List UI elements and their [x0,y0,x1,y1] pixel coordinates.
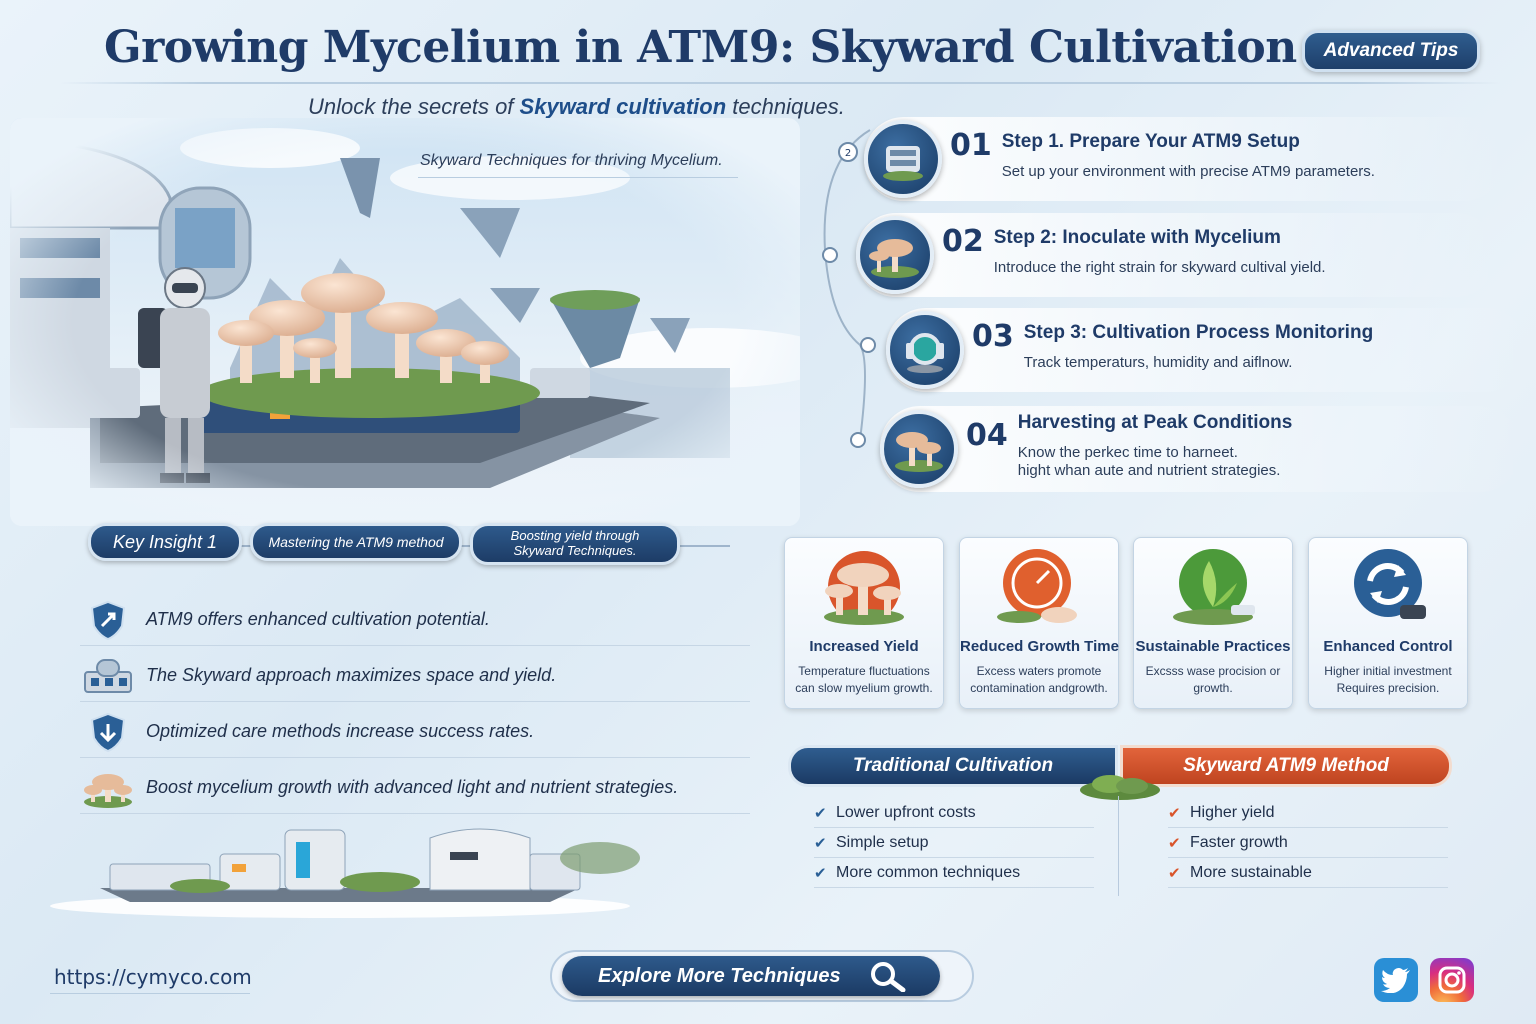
benefit-text: The Skyward approach maximizes space and… [146,665,557,685]
mushroom-icon [880,410,958,488]
search-icon [867,960,911,992]
step-title: Step 2: Inoculate with Mycelium [993,227,1281,248]
list-item: ✔ Faster growth [1168,828,1448,858]
shield-down-icon [80,708,136,756]
hero-caption: Skyward Techniques for thriving Mycelium… [420,152,723,169]
benefit-text: Optimized care methods increase success … [146,721,535,741]
traditional-item-text: More common techniques [836,863,1021,881]
mushroom-icon [856,216,934,294]
refresh-icon [1309,538,1467,634]
benefit-text: ATM9 offers enhanced cultivation potenti… [146,609,490,629]
feature-card-increased-yield: Increased Yield Temperature fluctuations… [784,537,944,709]
list-item: ✔ Simple setup [814,828,1094,858]
step-card-2[interactable]: 02 Step 2: Inoculate with Mycelium Intro… [856,213,1496,297]
list-item: ✔ Higher yield [1168,798,1448,828]
step-card-3[interactable]: 03 Step 3: Cultivation Process Monitorin… [886,308,1526,392]
list-item: ✔ More common techniques [814,858,1094,888]
step-title: Harvesting at Peak Conditions [1017,412,1293,433]
step-description: Set up your environment with precise ATM… [1001,163,1375,180]
moss-clump-icon [1074,768,1166,807]
mushroom-icon [785,538,943,634]
benefit-item: The Skyward approach maximizes space and… [80,650,750,702]
skyward-method-header: Skyward ATM9 Method [1120,745,1452,787]
step-desc-line-1: Know the perkec time to harneet. [1017,444,1238,461]
feature-card-reduced-growth-time: Reduced Growth Time Excess waters promot… [959,537,1119,709]
list-item: ✔ More sustainable [1168,858,1448,888]
twitter-icon[interactable] [1374,958,1418,1002]
machine-icon [864,120,942,198]
skyward-list: ✔ Higher yield ✔ Faster growth ✔ More susta… [1168,798,1448,888]
url-underline [50,993,250,994]
page-title: Growing Mycelium in ATM9: Skyward Cultiv… [104,22,1297,73]
site-url-link[interactable]: https://cymyco.com [54,965,252,989]
monitor-icon [886,311,964,389]
feature-card-sustainable-practices: Sustainable Practices Excsss wase procis… [1133,537,1293,709]
step-number: 03 [972,318,1014,354]
title-divider [60,82,1500,84]
step-description: Track temperaturs, humidity and aiflnow. [1023,354,1293,371]
step-description: Know the perkec time to harneet.hight wh… [1018,444,1293,480]
pill-line-2: Skyward Techniques. [513,543,637,558]
shield-arrow-icon [80,596,136,644]
step-card-4[interactable]: 04 Harvesting at Peak Conditions Know th… [880,406,1520,492]
card-description: Higher initial investment Requires preci… [1324,664,1452,695]
instagram-icon[interactable] [1430,958,1474,1002]
check-icon: ✔ [1168,834,1181,852]
benefit-item: ATM9 offers enhanced cultivation potenti… [80,594,750,646]
skyward-item-text: Higher yield [1190,803,1275,821]
timeline-marker-label: 2 [845,148,851,159]
card-title: Enhanced Control [1323,638,1453,655]
page-subtitle: Unlock the secrets of Skyward cultivatio… [308,94,845,119]
traditional-list: ✔ Lower upfront costs ✔ Simple setup ✔ More… [814,798,1094,888]
card-description: Excsss wase procision or growth. [1145,664,1281,695]
explore-more-button[interactable]: Explore More Techniques [562,956,940,996]
traditional-cultivation-header: Traditional Cultivation [788,745,1118,787]
step-number: 02 [942,223,984,259]
card-title: Reduced Growth Time [960,638,1119,655]
benefit-item: Boost mycelium growth with advanced ligh… [80,762,750,814]
leaf-icon [1134,538,1292,634]
card-description: Excess waters promote contamination andg… [970,664,1108,695]
advanced-tips-button[interactable]: Advanced Tips [1302,30,1480,72]
step-number: 04 [966,417,1008,453]
building-icon [80,652,136,700]
pill-line-1: Boosting yield through [510,528,640,544]
floating-farm-scene [10,118,800,526]
step-title: Step 1. Prepare Your ATM9 Setup [1001,131,1300,152]
step-title: Step 3: Cultivation Process Monitoring [1023,322,1374,343]
comparison-divider [1118,796,1119,896]
benefit-item: Optimized care methods increase success … [80,706,750,758]
list-item: ✔ Lower upfront costs [814,798,1094,828]
hero-illustration [10,118,800,526]
check-icon: ✔ [814,864,827,882]
base-illustration [40,818,640,918]
clock-icon [960,538,1118,634]
check-icon: ✔ [1168,864,1181,882]
boosting-yield-pill[interactable]: Boosting yield through Skyward Technique… [470,523,680,565]
check-icon: ✔ [1168,804,1181,822]
mushroom-icon [80,764,136,812]
key-insight-pill[interactable]: Key Insight 1 [88,523,242,561]
steps-timeline: 2 [822,129,876,448]
explore-label: Explore More Techniques [598,964,841,987]
mastering-method-pill[interactable]: Mastering the ATM9 method [250,523,462,561]
step-desc-line-2: hight whan aute and nutrient strategies. [1017,462,1281,479]
check-icon: ✔ [814,804,827,822]
traditional-item-text: Simple setup [836,833,929,851]
step-number: 01 [950,127,992,163]
benefit-text: Boost mycelium growth with advanced ligh… [146,777,679,797]
feature-card-enhanced-control: Enhanced Control Higher initial investme… [1308,537,1468,709]
step-card-1[interactable]: 01 Step 1. Prepare Your ATM9 Setup Set u… [864,117,1504,201]
card-title: Increased Yield [809,638,919,655]
card-title: Sustainable Practices [1135,638,1291,655]
check-icon: ✔ [814,834,827,852]
skyward-item-text: Faster growth [1190,833,1288,851]
skyward-item-text: More sustainable [1190,863,1312,881]
hero-caption-divider [418,177,738,178]
card-description: Temperature fluctuations can slow myeliu… [795,664,933,695]
step-description: Introduce the right strain for skyward c… [993,259,1326,276]
traditional-item-text: Lower upfront costs [836,803,976,821]
